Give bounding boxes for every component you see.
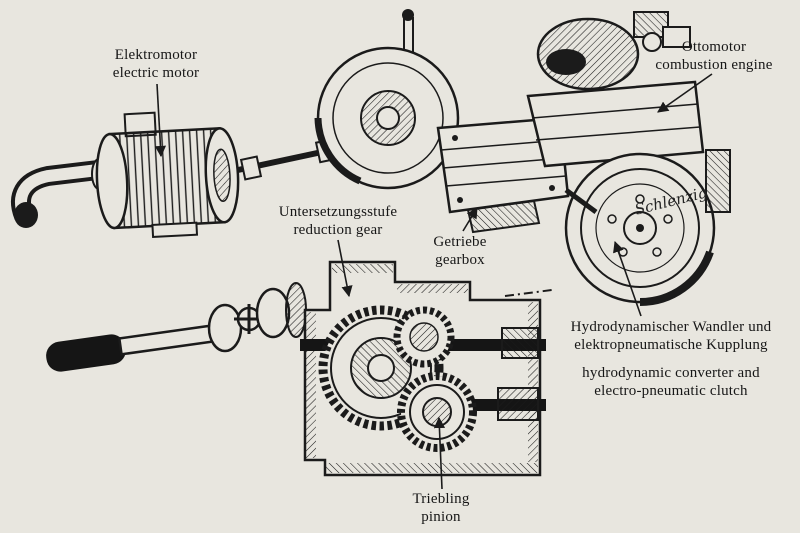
combustion-engine-label-en: combustion engine bbox=[655, 57, 773, 74]
converter-clutch-label-de1: Hydrodynamischer Wandler und bbox=[570, 319, 772, 335]
reduction-gear-label-de: Untersetzungsstufe bbox=[278, 204, 398, 220]
leader-electric-motor bbox=[154, 83, 167, 158]
exhaust-shield-illustration bbox=[705, 149, 731, 213]
upper-assembly bbox=[11, 9, 731, 306]
reduction-gear-label: Untersetzungsstufe reduction gear bbox=[248, 203, 428, 240]
input-shaft-illustration bbox=[46, 324, 215, 372]
gear-cluster-illustration bbox=[318, 305, 455, 431]
converter-wheel-illustration bbox=[564, 152, 716, 306]
pinion-label: Triebling pinion bbox=[391, 490, 491, 527]
pinion-gear-illustration bbox=[397, 372, 477, 452]
electric-motor-label: Elektromotor electric motor bbox=[70, 46, 242, 83]
converter-clutch-label-gap bbox=[548, 355, 794, 364]
reduction-gear-label-en: reduction gear bbox=[293, 222, 383, 239]
converter-clutch-label: Hydrodynamischer Wandler und elektropneu… bbox=[548, 318, 794, 400]
leader-gearbox bbox=[462, 207, 478, 232]
pinion-label-de: Triebling bbox=[412, 491, 470, 507]
leader-pinion bbox=[433, 416, 446, 490]
universal-joint-illustration bbox=[207, 282, 307, 353]
combustion-engine-label: Ottomotor combustion engine bbox=[628, 38, 800, 75]
gearbox-label: Getriebe gearbox bbox=[406, 233, 514, 270]
pinion-label-en: pinion bbox=[421, 509, 461, 526]
bearing-blocks-illustration bbox=[497, 327, 539, 421]
leader-lines bbox=[154, 73, 713, 490]
leader-combustion-engine bbox=[657, 73, 713, 113]
lower-assembly bbox=[46, 260, 553, 477]
leader-reduction-gear bbox=[337, 239, 353, 298]
gearbox-label-en: gearbox bbox=[435, 252, 485, 269]
converter-clutch-label-en1: hydrodynamic converter and bbox=[582, 364, 760, 381]
leader-converter-clutch bbox=[613, 240, 642, 317]
combustion-engine-label-de: Ottomotor bbox=[681, 39, 747, 55]
electric-motor-illustration bbox=[95, 111, 240, 239]
gearbox-illustration bbox=[436, 116, 570, 234]
combustion-engine-illustration bbox=[526, 11, 705, 168]
cable-conduit-illustration bbox=[11, 158, 107, 228]
flywheel-disc-illustration bbox=[314, 46, 460, 190]
electric-motor-label-en: electric motor bbox=[112, 65, 200, 82]
electric-motor-label-de: Elektromotor bbox=[114, 47, 198, 63]
gearbox-label-de: Getriebe bbox=[433, 234, 487, 250]
converter-clutch-label-en2: electro-pneumatic clutch bbox=[594, 382, 748, 399]
continuation-line bbox=[504, 289, 553, 297]
converter-clutch-label-de2: elektropneumatische Kupplung bbox=[574, 337, 768, 354]
